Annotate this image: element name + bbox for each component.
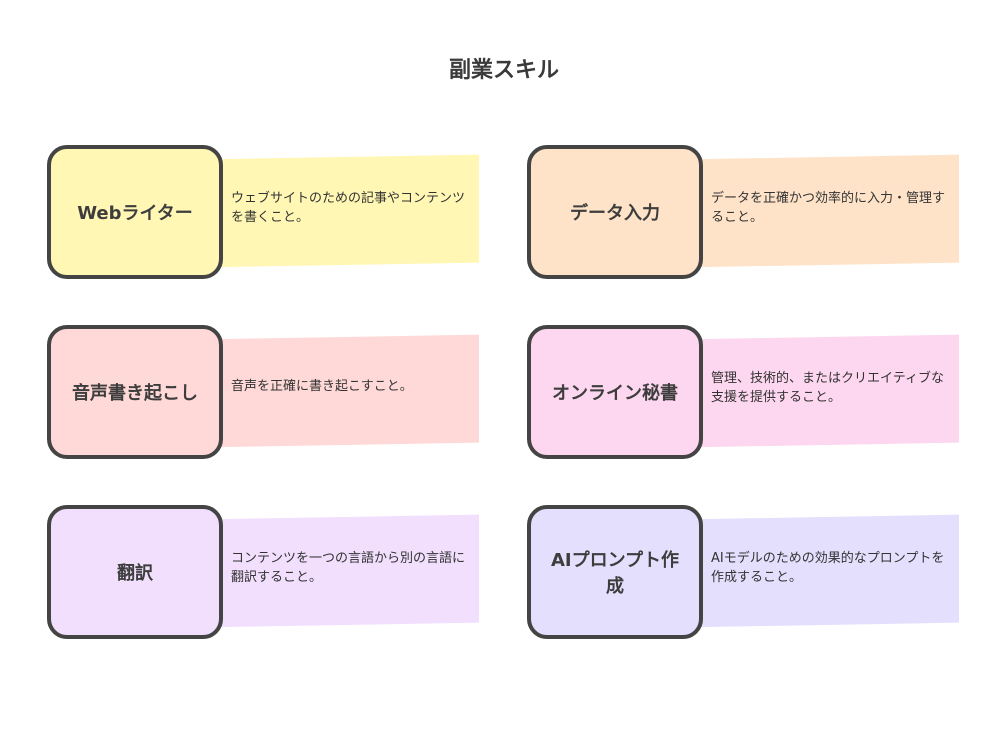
skill-name: 翻訳 bbox=[117, 563, 153, 584]
skill-card-translation: 翻訳 コンテンツを一つの言語から別の言語に翻訳すること。 bbox=[47, 505, 487, 639]
skill-card-ai-prompt: AIプロンプト作成 AIモデルのための効果的なプロンプトを作成すること。 bbox=[527, 505, 967, 639]
skill-name: オンライン秘書 bbox=[552, 383, 678, 404]
skill-description: ウェブサイトのための記事やコンテンツを書くこと。 bbox=[231, 191, 466, 225]
skill-box: 翻訳 bbox=[47, 505, 223, 639]
skill-card-web-writer: Webライター ウェブサイトのための記事やコンテンツを書くこと。 bbox=[47, 145, 487, 279]
skill-name: データ入力 bbox=[570, 203, 660, 224]
page-title: 副業スキル bbox=[448, 58, 559, 83]
skill-description: 管理、技術的、またはクリエイティブな支援を提供すること。 bbox=[711, 371, 944, 405]
skill-box: データ入力 bbox=[527, 145, 703, 279]
skill-name: AIプロンプト作成 bbox=[550, 550, 680, 597]
skill-box: 音声書き起こし bbox=[47, 325, 223, 459]
skill-description: 音声を正確に書き起こすこと。 bbox=[231, 379, 413, 394]
skill-name: 音声書き起こし bbox=[72, 383, 198, 404]
skill-box: オンライン秘書 bbox=[527, 325, 703, 459]
skill-card-online-secretary: オンライン秘書 管理、技術的、またはクリエイティブな支援を提供すること。 bbox=[527, 325, 967, 459]
skill-box: Webライター bbox=[47, 145, 223, 279]
skill-card-transcription: 音声書き起こし 音声を正確に書き起こすこと。 bbox=[47, 325, 487, 459]
skill-description: AIモデルのための効果的なプロンプトを作成すること。 bbox=[711, 551, 945, 585]
skill-name: Webライター bbox=[77, 203, 193, 224]
skill-box: AIプロンプト作成 bbox=[527, 505, 703, 639]
skill-description: データを正確かつ効率的に入力・管理すること。 bbox=[711, 191, 946, 225]
skill-card-data-entry: データ入力 データを正確かつ効率的に入力・管理すること。 bbox=[527, 145, 967, 279]
skill-description: コンテンツを一つの言語から別の言語に翻訳すること。 bbox=[231, 551, 466, 585]
